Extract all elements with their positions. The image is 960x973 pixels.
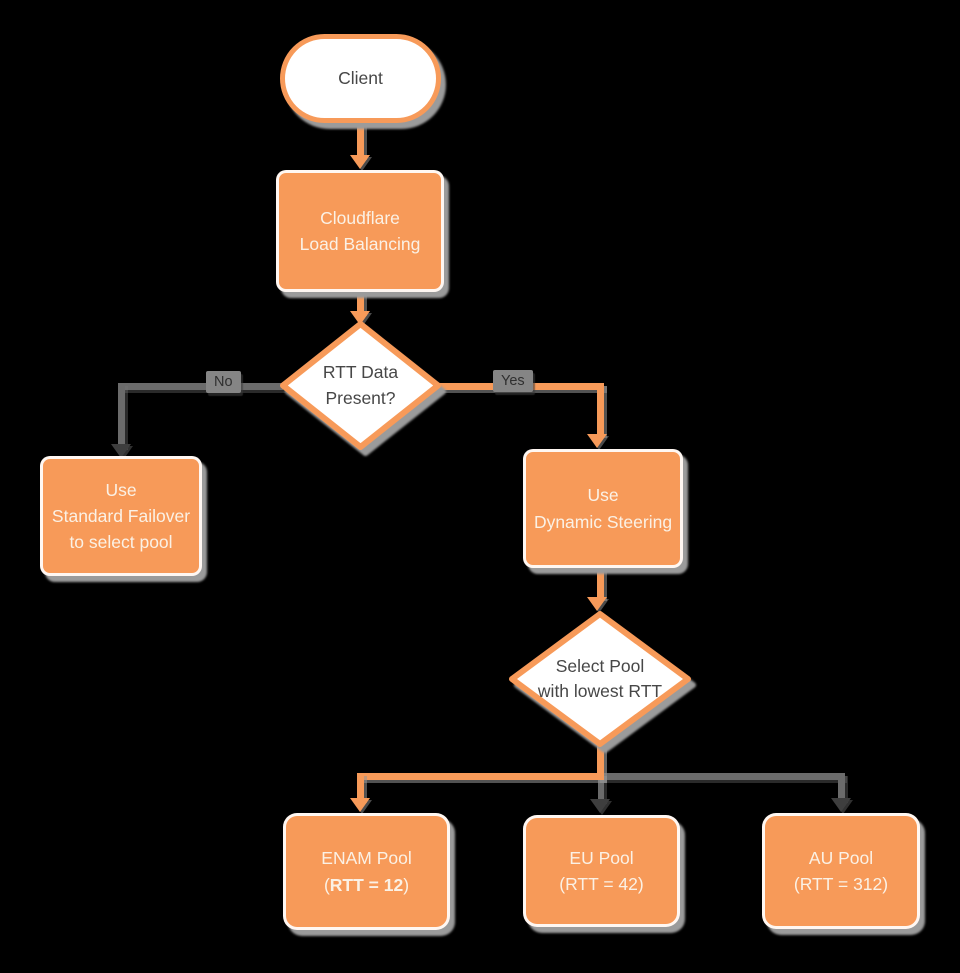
node-au-pool-line1: AU Pool bbox=[808, 847, 874, 868]
node-enam-pool-line1: ENAM Pool bbox=[321, 848, 412, 869]
edge-cloudflare-to-decision bbox=[357, 291, 364, 313]
enam-rtt-value-bold: RTT = 12 bbox=[329, 874, 404, 895]
arrowhead-into-standard-failover bbox=[111, 444, 131, 458]
arrowhead-into-enam-pool bbox=[350, 798, 370, 812]
arrowhead-into-dynamic-steering bbox=[587, 434, 607, 448]
edge-no-vertical bbox=[118, 383, 125, 447]
node-dynamic-steering: Use Dynamic Steering bbox=[523, 449, 683, 568]
arrowhead-into-au-pool bbox=[831, 798, 851, 812]
arrowhead-into-cloudflare bbox=[350, 155, 370, 169]
edge-to-au-vertical bbox=[838, 773, 845, 800]
node-client: Client bbox=[280, 34, 441, 123]
node-standard-failover-line1: Use bbox=[105, 479, 137, 500]
node-eu-pool: EU Pool (RTT = 42) bbox=[523, 815, 680, 927]
node-cloudflare-line1: Cloudflare bbox=[320, 207, 400, 228]
edge-label-yes: Yes bbox=[493, 370, 533, 392]
diamond-shape bbox=[509, 611, 691, 747]
node-enam-pool: ENAM Pool (RTT = 12) bbox=[283, 813, 450, 930]
node-cloudflare-line2: Load Balancing bbox=[299, 234, 421, 254]
arrowhead-into-eu-pool bbox=[590, 799, 610, 813]
edge-client-to-cloudflare bbox=[357, 121, 364, 157]
node-rtt-decision-line2: Present? bbox=[325, 387, 396, 408]
diamond-shape bbox=[280, 321, 441, 450]
node-select-pool-line1: Select Pool bbox=[555, 655, 645, 676]
node-eu-pool-line1: EU Pool bbox=[569, 847, 634, 868]
edge-no-horizontal bbox=[118, 383, 283, 390]
node-eu-pool-line2: (RTT = 42) bbox=[559, 874, 644, 894]
edge-to-enam-horizontal bbox=[357, 773, 604, 780]
edge-label-no: No bbox=[206, 371, 241, 393]
enam-rtt-open-paren: ( bbox=[323, 874, 330, 895]
node-enam-pool-line2: (RTT = 12) bbox=[324, 872, 409, 898]
node-rtt-decision-line1: RTT Data bbox=[322, 362, 399, 383]
node-au-pool: AU Pool (RTT = 312) bbox=[762, 813, 920, 929]
node-standard-failover-line2: Standard Failover bbox=[51, 505, 191, 526]
enam-rtt-close-paren: ) bbox=[403, 874, 410, 895]
node-cloudflare-load-balancing: Cloudflare Load Balancing bbox=[276, 170, 444, 292]
node-select-pool-decision: Select Pool with lowest RTT bbox=[509, 611, 691, 747]
arrowhead-into-rtt-decision bbox=[350, 311, 370, 325]
node-dynamic-steering-line2: Dynamic Steering bbox=[533, 511, 673, 532]
edge-to-au-horizontal bbox=[600, 773, 844, 780]
node-dynamic-steering-line1: Use bbox=[587, 485, 619, 506]
node-standard-failover: Use Standard Failover to select pool bbox=[40, 456, 202, 576]
node-client-label: Client bbox=[338, 68, 383, 88]
edge-yes-vertical bbox=[597, 383, 604, 435]
node-select-pool-line2: with lowest RTT bbox=[537, 681, 663, 701]
node-rtt-data-present-decision: RTT Data Present? bbox=[280, 321, 441, 450]
edge-select-bottom-vertical bbox=[597, 745, 604, 780]
edge-to-enam-vertical bbox=[357, 773, 364, 800]
node-au-pool-line2: (RTT = 312) bbox=[793, 874, 889, 894]
arrowhead-into-select-pool bbox=[587, 597, 607, 611]
edge-steering-to-select bbox=[597, 567, 604, 598]
node-standard-failover-line3: to select pool bbox=[69, 532, 173, 553]
